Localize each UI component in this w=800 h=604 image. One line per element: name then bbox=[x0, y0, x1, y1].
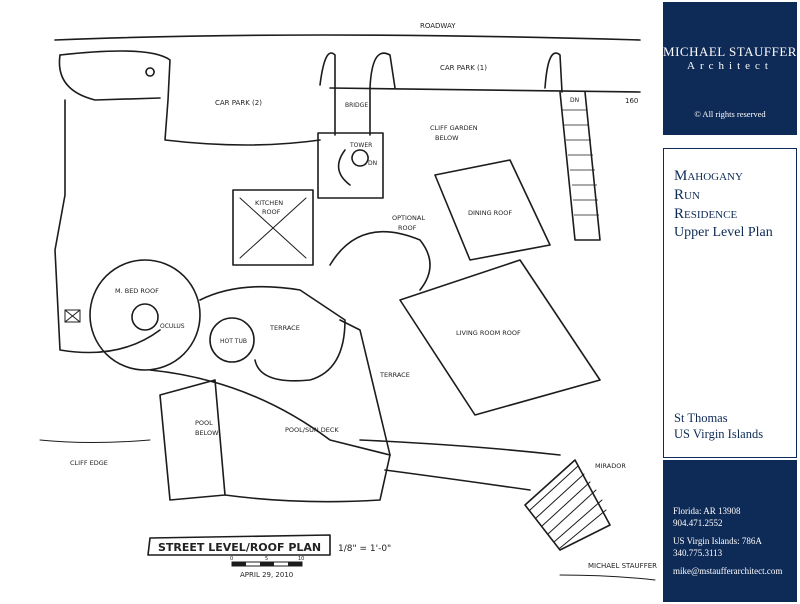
label-living-room-roof: LIVING ROOM ROOF bbox=[456, 329, 521, 337]
label-kitchen-roof-2: ROOF bbox=[262, 208, 281, 216]
architect-brand-panel: MICHAEL STAUFFER Architect © All rights … bbox=[663, 2, 797, 135]
copyright-notice: © All rights reserved bbox=[694, 109, 766, 119]
cliff-edge-line bbox=[39, 439, 151, 443]
west-wing-box bbox=[64, 309, 81, 323]
architect-name: MICHAEL STAUFFER bbox=[663, 44, 797, 59]
pool-outline bbox=[159, 379, 226, 501]
stair-treads bbox=[562, 109, 599, 216]
roadway-line bbox=[54, 34, 641, 41]
usvi-phone: 340.775.3113 bbox=[673, 548, 723, 558]
car-park-2-curb bbox=[58, 54, 161, 101]
label-terrace-1: TERRACE bbox=[269, 324, 300, 332]
project-title-line-1: Mahogany bbox=[674, 168, 743, 184]
label-optional-roof: OPTIONAL bbox=[392, 214, 425, 222]
exterior-stair bbox=[559, 91, 601, 241]
project-title-line-2: Run bbox=[674, 187, 700, 203]
project-title-line-3: Residence bbox=[674, 206, 738, 222]
tower-outline bbox=[317, 132, 384, 199]
label-car-park-1: CAR PARK (1) bbox=[440, 64, 487, 72]
label-cliff-edge: CLIFF EDGE bbox=[70, 459, 108, 467]
bridge-walls bbox=[334, 87, 371, 136]
drawing-title-box bbox=[147, 534, 331, 556]
label-pool: POOL bbox=[195, 419, 213, 427]
pillar-3 bbox=[544, 52, 563, 93]
master-bed-roof bbox=[89, 259, 201, 371]
dining-roof bbox=[434, 159, 551, 261]
bollard-mark bbox=[145, 67, 155, 77]
label-terrace-2: TERRACE bbox=[379, 371, 410, 379]
drawing-date: APRIL 29, 2010 bbox=[240, 571, 293, 579]
west-wing-outline bbox=[54, 99, 161, 354]
usvi-license: US Virgin Islands: 786A bbox=[673, 536, 762, 546]
mirador bbox=[524, 459, 611, 551]
label-car-park-2: CAR PARK (2) bbox=[215, 99, 262, 107]
label-kitchen-roof: KITCHEN bbox=[255, 199, 283, 207]
label-bridge: BRIDGE bbox=[345, 102, 368, 109]
oculus bbox=[131, 303, 159, 331]
label-hot-tub: HOT TUB bbox=[220, 338, 247, 345]
kitchen-roof bbox=[232, 189, 314, 266]
scale-bar-10: 10 bbox=[298, 556, 304, 562]
terrace-2-edge bbox=[339, 319, 391, 456]
project-title-panel: Mahogany Run Residence Upper Level Plan … bbox=[663, 148, 797, 458]
label-stair-dn: DN bbox=[570, 97, 579, 104]
plan-title: Upper Level Plan bbox=[674, 225, 773, 240]
label-pool-2: BELOW bbox=[195, 429, 219, 437]
drawing-scale: 1/8" = 1'-0" bbox=[338, 544, 391, 554]
label-cliff-garden-2: BELOW bbox=[435, 134, 459, 142]
label-pool-sun-deck: POOL/SUN DECK bbox=[285, 426, 339, 434]
car-park-2-outline bbox=[59, 50, 321, 146]
project-title: Mahogany Run Residence bbox=[674, 167, 743, 224]
pillar-2 bbox=[369, 52, 396, 89]
kitchen-roof-cross bbox=[239, 197, 307, 259]
location-island: St Thomas bbox=[674, 411, 728, 425]
terrace-1-outline bbox=[199, 285, 346, 382]
pool-deck-outline bbox=[149, 369, 391, 503]
car-park-1-edge bbox=[329, 87, 641, 93]
label-m-bed-roof: M. BED ROOF bbox=[115, 287, 159, 295]
label-tower-dn: DN bbox=[368, 160, 377, 167]
label-oculus: OCULUS bbox=[160, 323, 185, 330]
living-room-roof bbox=[399, 259, 601, 416]
label-dining-roof: DINING ROOF bbox=[468, 209, 512, 217]
contact-email[interactable]: mike@mstaufferarchitect.com bbox=[673, 566, 783, 576]
florida-phone: 904.471.2552 bbox=[673, 518, 723, 528]
florida-license: Florida: AR 13908 bbox=[673, 506, 741, 516]
label-optional-roof-2: ROOF bbox=[398, 224, 417, 232]
site-plan-sketch: ROADWAY CAR PARK (2) CAR PARK (1) 160 BR… bbox=[39, 22, 657, 581]
label-elevation-160: 160 bbox=[625, 97, 638, 105]
signature-line bbox=[559, 574, 656, 581]
label-roadway: ROADWAY bbox=[420, 22, 456, 30]
signature: MICHAEL STAUFFER bbox=[588, 562, 657, 570]
drawing-title: STREET LEVEL/ROOF PLAN bbox=[158, 541, 321, 554]
label-tower: TOWER bbox=[349, 142, 372, 149]
path-to-mirador bbox=[359, 439, 561, 491]
label-mirador: MIRADOR bbox=[595, 462, 626, 470]
tower-stair bbox=[337, 149, 369, 186]
optional-roof-curve bbox=[329, 230, 431, 291]
hot-tub bbox=[209, 317, 255, 363]
contact-panel: Florida: AR 13908 904.471.2552 US Virgin… bbox=[663, 460, 797, 602]
scale-bar-5: 5 bbox=[265, 556, 268, 562]
scale-bar bbox=[231, 561, 303, 567]
location-territory: US Virgin Islands bbox=[674, 427, 764, 441]
label-cliff-garden: CLIFF GARDEN bbox=[430, 124, 478, 132]
pillar-1 bbox=[319, 52, 336, 89]
architect-role: Architect bbox=[687, 60, 773, 72]
scale-bar-0: 0 bbox=[230, 556, 233, 562]
